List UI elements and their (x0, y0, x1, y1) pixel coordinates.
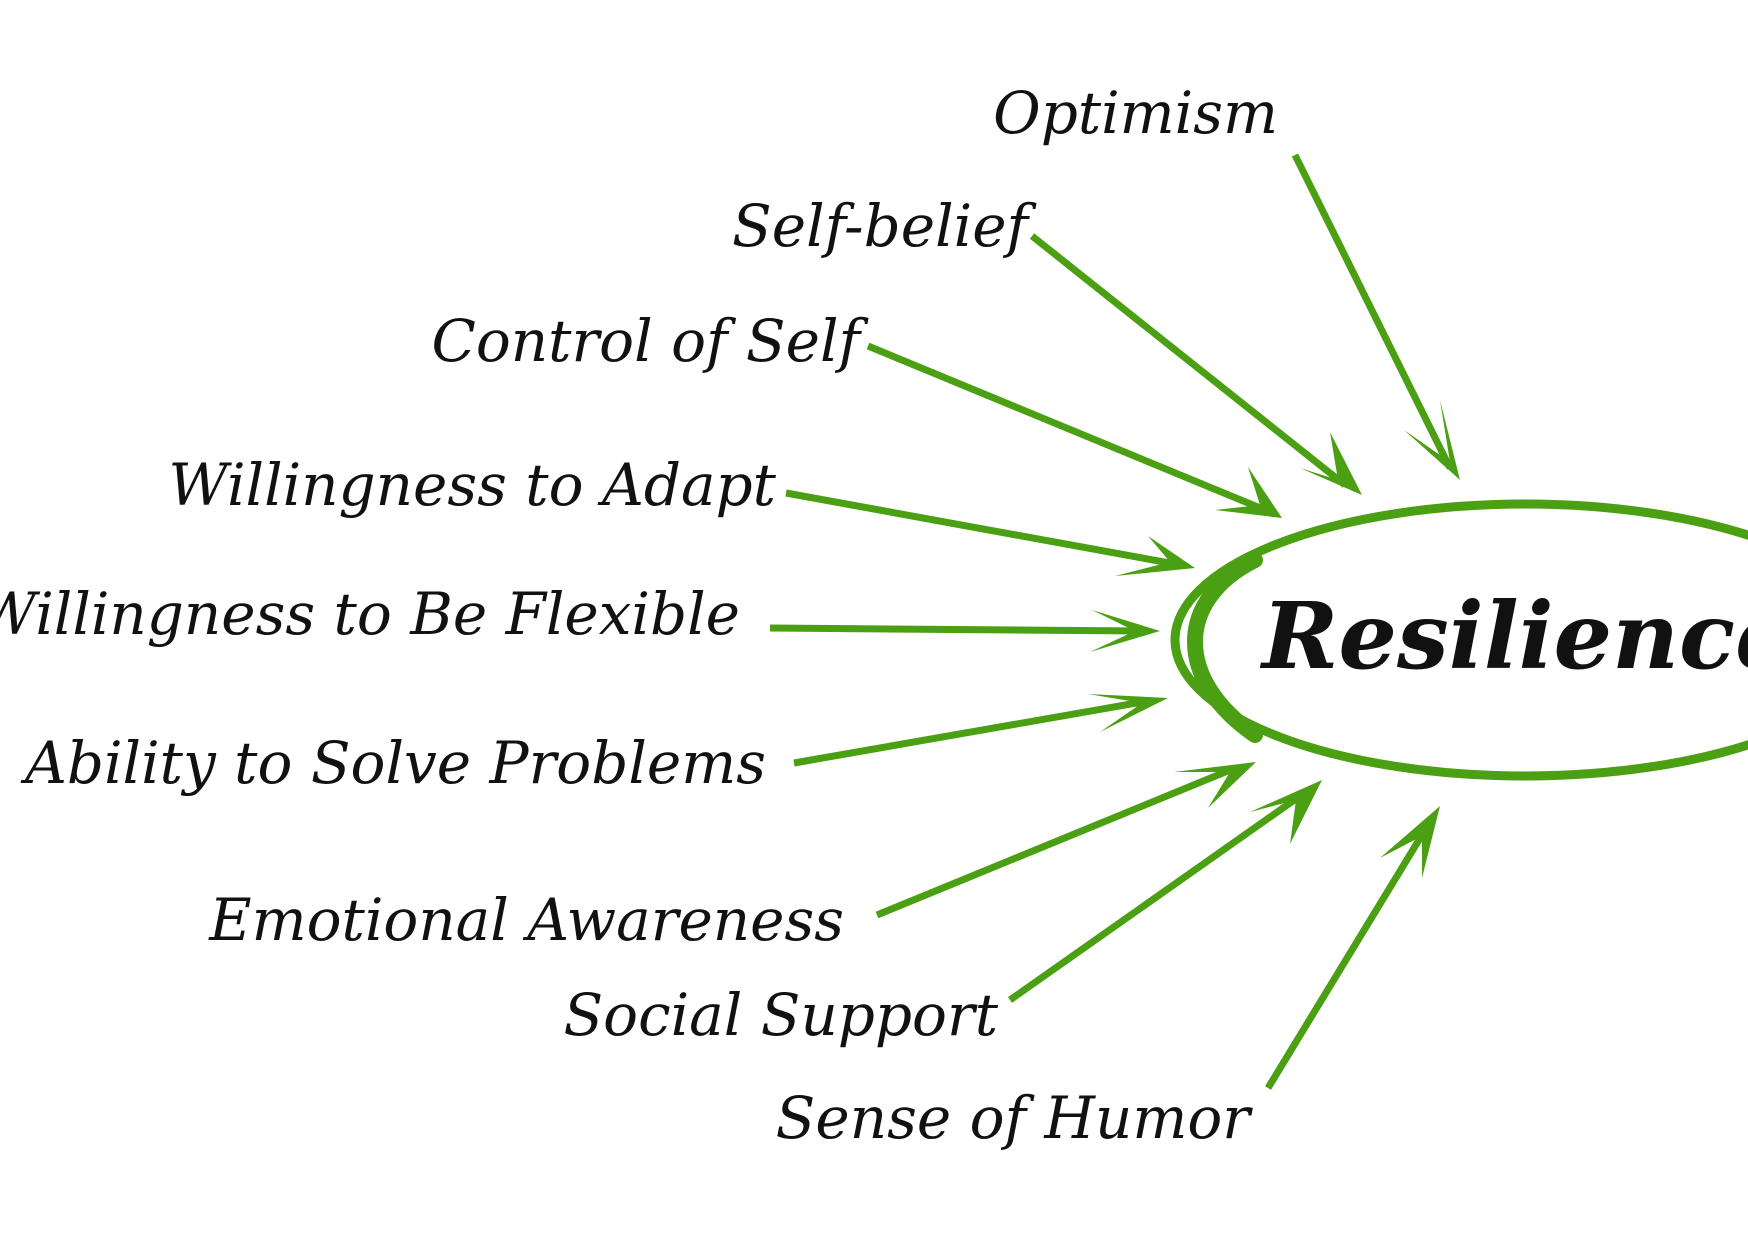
center-label: Resilience (1259, 582, 1748, 690)
arrow-willingness-to-adapt (785, 489, 1195, 576)
center-ellipse-outline (1170, 499, 1748, 781)
factor-label-sense-of-humor: Sense of Humor (776, 1084, 1254, 1152)
center-ellipse (1170, 499, 1748, 781)
arrow-ability-to-solve-problems (793, 694, 1168, 767)
factor-label-emotional-awareness: Emotional Awareness (208, 886, 844, 954)
arrow-shaft (875, 764, 1237, 919)
arrow-control-of-self (866, 342, 1282, 518)
arrow-shaft (1291, 153, 1454, 470)
arrowhead-icon (1404, 400, 1460, 480)
arrowhead-icon (1300, 432, 1362, 495)
arrow-shaft (1029, 233, 1348, 488)
arrow-shaft (769, 624, 1141, 635)
arrowhead-icon (1115, 536, 1195, 576)
arrow-optimism (1291, 153, 1460, 480)
arrow-shaft (1007, 793, 1303, 1003)
arrowhead-icon (1174, 762, 1256, 808)
arrow-social-support (1007, 780, 1322, 1003)
factor-label-optimism: Optimism (993, 79, 1278, 147)
arrows (769, 153, 1460, 1090)
arrowhead-icon (1215, 467, 1282, 518)
arrow-shaft (793, 697, 1149, 767)
arrow-self-belief (1029, 233, 1362, 495)
factor-label-control-of-self: Control of Self (432, 307, 870, 375)
arrowhead-icon (1250, 780, 1322, 844)
arrow-shaft (785, 489, 1176, 568)
arrowhead-icon (1380, 806, 1440, 878)
factor-label-willingness-to-be-flexible: Willingness to Be Flexible (0, 580, 740, 648)
center-ellipse-brush-stroke (1187, 552, 1263, 743)
factor-label-self-belief: Self-belief (732, 192, 1037, 260)
arrow-shaft (866, 342, 1267, 514)
factor-label-willingness-to-adapt: Willingness to Adapt (168, 451, 776, 519)
factor-label-social-support: Social Support (563, 981, 998, 1049)
factor-labels: Optimism Self-belief Control of Self Wil… (0, 79, 1278, 1152)
arrowhead-icon (1088, 694, 1168, 732)
arrow-willingness-to-be-flexible (769, 610, 1160, 652)
factor-label-ability-to-solve-problems: Ability to Solve Problems (20, 729, 766, 797)
arrowhead-icon (1090, 610, 1160, 652)
arrow-shaft (1265, 828, 1428, 1090)
arrow-sense-of-humor (1265, 806, 1440, 1090)
arrow-emotional-awareness (875, 762, 1256, 919)
